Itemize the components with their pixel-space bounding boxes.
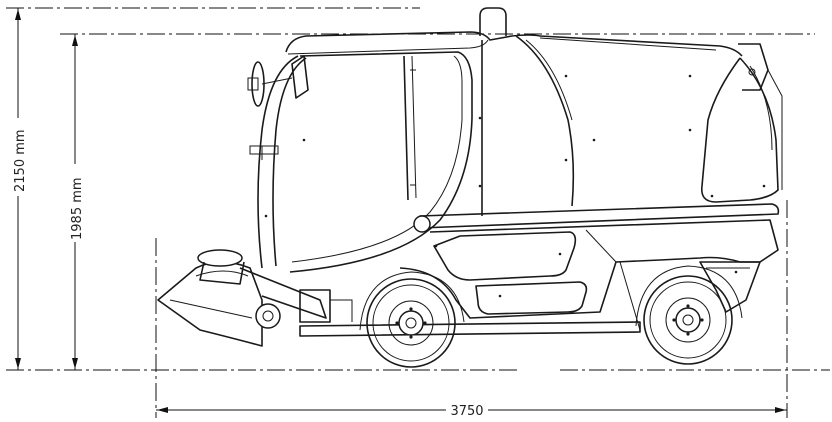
windscreen-frame [257,55,299,269]
door-pillar [403,55,409,201]
dimension-cab-height: 1985 mm [67,34,85,370]
cab-height-label: 1985 mm [70,177,85,240]
front-wheel-arch [359,271,465,331]
overall-length-label: 3750 [450,404,483,419]
chassis-rail [299,321,641,337]
overall-height-label: 2150 mm [13,129,28,192]
rear-panel [700,57,779,203]
rear-wheel [643,275,733,365]
upper-side-panel [433,231,577,281]
brush-arm [239,267,327,319]
rear-wheel-arch [635,265,743,327]
dimension-overall-height: 2150 mm [10,8,28,371]
lower-side-panel [475,281,588,315]
front-wheel [366,278,456,368]
extension-lines [6,7,830,418]
cab-roof [285,31,743,57]
rear-hinge-bracket [738,43,769,91]
sweeper-vehicle [157,7,783,368]
lifting-handle [479,7,507,36]
rear-hopper [699,261,761,313]
brush-wheel [255,303,281,329]
body-belt-line [419,203,780,229]
front-brush-housing [157,261,263,347]
rivets [264,74,766,298]
dimension-overall-length: 3750 [156,402,787,419]
engine-cover-line [515,35,575,207]
